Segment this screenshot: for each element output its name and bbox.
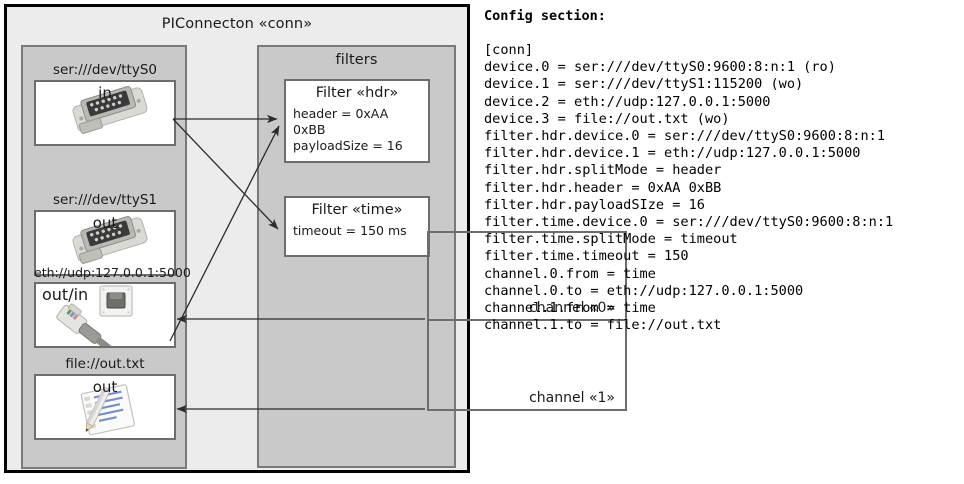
- config-line: filter.time.splitMode = timeout: [484, 231, 738, 248]
- filter-box-hdr[interactable]: Filter «hdr» header = 0xAA 0xBB payloadS…: [284, 79, 430, 163]
- filter-property: payloadSize = 16: [293, 138, 403, 153]
- device-caption: ser:///dev/ttyS1: [53, 192, 157, 208]
- ethernet-jack-icon: [36, 284, 174, 346]
- config-line: filter.hdr.payloadSIze = 16: [484, 196, 705, 213]
- device-box-ttyS1[interactable]: out: [34, 210, 176, 276]
- channel-box-1[interactable]: channel «1»: [427, 319, 627, 411]
- connector-diagram: PIConnecton «conn» ser:///dev/ttyS0 in: [4, 4, 627, 473]
- devices-panel: ser:///dev/ttyS0 in: [21, 45, 191, 469]
- filter-title: Filter «hdr»: [315, 85, 399, 101]
- config-line: channel.0.to = eth://udp:127.0.0.1:5000: [484, 282, 804, 299]
- channel-label: channel «1»: [529, 390, 615, 406]
- notepad-pencil-icon: [36, 376, 174, 438]
- config-line: filter.hdr.splitMode = header: [484, 162, 722, 179]
- config-line: filter.hdr.device.0 = ser:///dev/ttyS0:9…: [484, 128, 886, 145]
- device-group-ttyS1: ser:///dev/ttyS1 out: [34, 191, 176, 276]
- device-box-ttyS0[interactable]: in: [34, 80, 176, 146]
- filters-panel-title: filters: [335, 52, 378, 68]
- filters-panel: filters Filter «hdr» header = 0xAA 0xBB …: [257, 45, 627, 468]
- device-box-eth[interactable]: out/in: [34, 282, 176, 348]
- filter-properties: header = 0xAA 0xBB payloadSize = 16: [286, 106, 428, 161]
- config-line: filter.hdr.device.1 = eth://udp:127.0.0.…: [484, 145, 861, 162]
- serial-port-icon: [36, 212, 174, 274]
- device-group-file: file://out.txt out: [34, 355, 176, 440]
- config-line: device.0 = ser:///dev/ttyS0:9600:8:n:1 (…: [484, 59, 836, 76]
- device-caption: eth://udp:127.0.0.1:5000: [34, 265, 191, 280]
- config-section: Config section: [conn]device.0 = ser:///…: [484, 0, 964, 484]
- config-line: channel.1.from = time: [484, 300, 656, 317]
- config-heading: Config section:: [484, 8, 606, 24]
- device-direction-label: out/in: [42, 285, 89, 304]
- config-line: channel.1.to = file://out.txt: [484, 317, 722, 334]
- config-lines: [conn]device.0 = ser:///dev/ttyS0:9600:8…: [484, 42, 893, 334]
- filter-properties: timeout = 150 ms: [286, 223, 428, 255]
- diagram-title: PIConnecton «conn»: [161, 16, 313, 32]
- config-line: device.2 = eth://udp:127.0.0.1:5000: [484, 93, 771, 110]
- channel-label: channel «0»: [529, 300, 615, 316]
- config-line: device.3 = file://out.txt (wo): [484, 110, 730, 127]
- device-box-file[interactable]: out: [34, 374, 176, 440]
- config-line: [conn]: [484, 42, 534, 58]
- device-caption: ser:///dev/ttyS0: [53, 62, 157, 78]
- config-line: filter.time.device.0 = ser:///dev/ttyS0:…: [484, 214, 894, 231]
- device-group-eth: eth://udp:127.0.0.1:5000 out/in: [34, 263, 191, 348]
- device-direction-label: in: [98, 84, 112, 102]
- config-line: filter.time.timeout = 150: [484, 248, 689, 265]
- device-caption: file://out.txt: [65, 356, 145, 372]
- filter-box-time[interactable]: Filter «time» timeout = 150 ms: [284, 196, 430, 257]
- filter-title: Filter «time»: [311, 202, 403, 218]
- device-direction-label: out: [92, 214, 118, 232]
- config-line: channel.0.from = time: [484, 265, 656, 282]
- filter-property: header = 0xAA 0xBB: [293, 106, 389, 137]
- device-direction-label: out: [92, 378, 118, 396]
- filter-property: timeout = 150 ms: [293, 223, 407, 238]
- config-line: filter.hdr.header = 0xAA 0xBB: [484, 179, 722, 196]
- device-group-ttyS0: ser:///dev/ttyS0 in: [34, 61, 176, 146]
- config-line: device.1 = ser:///dev/ttyS1:115200 (wo): [484, 76, 804, 93]
- serial-port-icon: [36, 82, 174, 144]
